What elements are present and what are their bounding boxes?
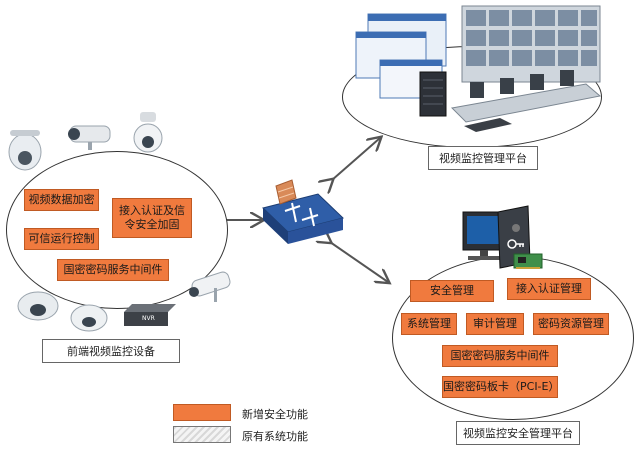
front-end-trusted-control: 可信运行控制 [24, 228, 99, 250]
legend-label-new: 新增安全功能 [242, 408, 308, 421]
console-desk-icon [450, 70, 602, 123]
server-rack-icon [419, 71, 447, 117]
pci-card-icon [513, 253, 543, 269]
arrow-switch-to-monitor-platform [332, 138, 380, 180]
legend-swatch-new [173, 404, 231, 421]
access-auth-mgmt: 接入认证管理 [507, 278, 591, 300]
firewall-icon [275, 179, 297, 205]
nvr-icon [124, 304, 176, 326]
security-mgmt: 安全管理 [410, 280, 494, 302]
key-icon [507, 239, 524, 249]
key-resource-mgmt: 密码资源管理 [533, 313, 609, 335]
front-end-video-encryption: 视频数据加密 [24, 189, 99, 211]
security-crypto-middleware: 国密密码服务中间件 [442, 345, 558, 367]
computer-icon [462, 205, 531, 269]
front-end-crypto-middleware: 国密密码服务中间件 [57, 259, 169, 281]
outdoor-bullet-camera-icon [189, 271, 231, 302]
arrow-switch-to-security-platform [330, 242, 388, 282]
audit-mgmt: 审计管理 [466, 313, 524, 335]
mini-dome-camera-icon [70, 304, 108, 332]
dome-camera-icon [8, 130, 42, 171]
ptz-camera-icon [133, 112, 163, 153]
nvr-label: NVR [142, 315, 155, 322]
bullet-camera-icon [68, 125, 111, 150]
video-wall-icon [461, 5, 601, 83]
fisheye-camera-icon [17, 291, 59, 321]
front-end-access-auth: 接入认证及信令安全加固 [112, 198, 192, 238]
security-platform-caption: 视频监控安全管理平台 [456, 421, 580, 445]
front-end-caption: 前端视频监控设备 [42, 339, 180, 363]
legend-label-existing: 原有系统功能 [242, 430, 308, 443]
legend-swatch-existing [173, 426, 231, 443]
decoder-box-icon [464, 118, 512, 132]
switch-icon [262, 193, 344, 244]
crypto-card: 国密密码板卡（PCI-E） [442, 376, 559, 398]
monitor-platform-caption: 视频监控管理平台 [428, 146, 538, 170]
front-end-access-auth-label: 接入认证及信令安全加固 [119, 204, 185, 231]
system-mgmt: 系统管理 [401, 313, 457, 335]
